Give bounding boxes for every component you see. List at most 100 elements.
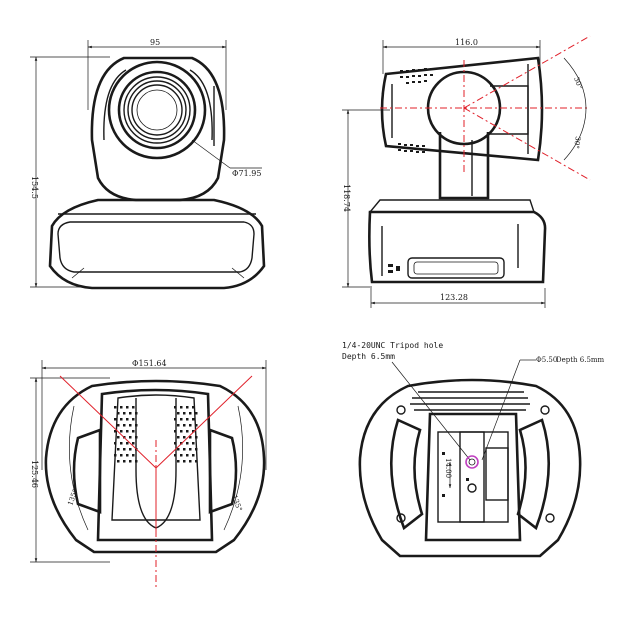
bottom-mark-3 (466, 478, 469, 481)
rear-vent-right (174, 406, 198, 463)
vent-dot (192, 454, 195, 457)
vent-dot (114, 430, 117, 433)
vent-dot (126, 442, 129, 445)
vent-dot (189, 412, 192, 415)
side-height-label: 118.74 (342, 184, 351, 212)
vent-dot (132, 406, 135, 409)
front-lens-ring-3 (127, 80, 187, 140)
side-port-1 (388, 264, 393, 267)
vent-dot (174, 454, 177, 457)
front-base-detail-1 (71, 267, 85, 279)
vent-dot (120, 418, 123, 421)
vent-dot (132, 454, 135, 457)
vent-dot (192, 430, 195, 433)
vent-dot (126, 454, 129, 457)
vent-dot (129, 448, 132, 451)
vent-dot (174, 430, 177, 433)
vent-dot (114, 418, 117, 421)
vent-dot (120, 406, 123, 409)
vent-dot (132, 430, 135, 433)
vent-dot (135, 460, 138, 463)
vent-dot (195, 460, 198, 463)
vent-dot (129, 412, 132, 415)
bottom-left-pad (390, 418, 424, 531)
bottom-mark-2 (442, 494, 445, 497)
vent-dot (126, 430, 129, 433)
vent-dot (135, 424, 138, 427)
side-depth-label: 116.0 (455, 38, 478, 47)
vent-dot (195, 412, 198, 415)
vent-dot (174, 442, 177, 445)
front-lens-glass (136, 89, 178, 131)
vent-dot (189, 460, 192, 463)
side-port-3 (396, 266, 400, 271)
front-lens-leader (191, 139, 231, 169)
vent-dot (177, 448, 180, 451)
tripod-note-line2: Depth 6.5mm (342, 352, 395, 361)
rear-pan-right-line (155, 375, 253, 469)
side-view: 116.0 118.74 123.28 (342, 35, 591, 308)
vent-dot (177, 412, 180, 415)
vent-dot (123, 448, 126, 451)
vent-dot (174, 418, 177, 421)
vent-dot (123, 460, 126, 463)
vent-dot (180, 430, 183, 433)
pin-hole-depth-label: Depth 6.5mm (556, 356, 605, 364)
vent-dot (183, 460, 186, 463)
bottom-mount-block (485, 447, 509, 501)
vent-dot (135, 412, 138, 415)
side-port-2 (388, 270, 393, 273)
vent-dot (195, 448, 198, 451)
vent-dot (192, 418, 195, 421)
rear-height-label: 125.46 (30, 460, 39, 488)
front-lens-diameter-label: Φ71.95 (232, 169, 261, 178)
front-lens-outer (107, 60, 207, 160)
vent-dot (114, 406, 117, 409)
tripod-note-leader (391, 361, 471, 461)
pin-hole (467, 483, 477, 493)
rear-arm-inner (111, 394, 201, 521)
vent-dot (189, 448, 192, 451)
vent-dot (186, 442, 189, 445)
vent-dot (117, 412, 120, 415)
front-lens-ring-2 (123, 76, 191, 144)
vent-dot (132, 418, 135, 421)
side-vent-bottom (398, 143, 425, 153)
vent-dot (120, 454, 123, 457)
side-tilt-up-line (463, 35, 591, 109)
side-base-label: 123.28 (440, 293, 468, 302)
vent-dot (195, 424, 198, 427)
vent-dot (120, 430, 123, 433)
vent-dot (186, 418, 189, 421)
vent-dot (183, 424, 186, 427)
vent-dot (189, 424, 192, 427)
rear-pan-arc-right (223, 405, 244, 531)
rear-vent-left (114, 406, 138, 463)
rear-arm (96, 388, 214, 542)
vent-dot (177, 460, 180, 463)
front-yoke-inner (103, 69, 213, 141)
bottom-mount-channel (459, 431, 485, 523)
vent-dot (129, 424, 132, 427)
rear-base-outline (44, 379, 266, 554)
vent-dot (117, 448, 120, 451)
front-lens-ring-1 (117, 70, 197, 150)
side-base-panel-inner (413, 261, 499, 275)
side-arm (438, 132, 490, 200)
screw-bottom-right (545, 513, 555, 523)
rear-left-pad (72, 428, 102, 514)
front-yoke (90, 56, 226, 202)
pin-hole-dim-label: Φ5.50 (536, 356, 557, 364)
screw-top-left (396, 405, 406, 415)
vent-dot (189, 436, 192, 439)
vent-dot (114, 442, 117, 445)
vent-dot (195, 436, 198, 439)
vent-dot (123, 412, 126, 415)
vent-dot (186, 406, 189, 409)
bottom-mount-plate (424, 412, 522, 542)
vent-dot (135, 436, 138, 439)
vent-dot (180, 406, 183, 409)
front-lens-ring-4 (131, 84, 183, 136)
tripod-hole (465, 455, 479, 469)
